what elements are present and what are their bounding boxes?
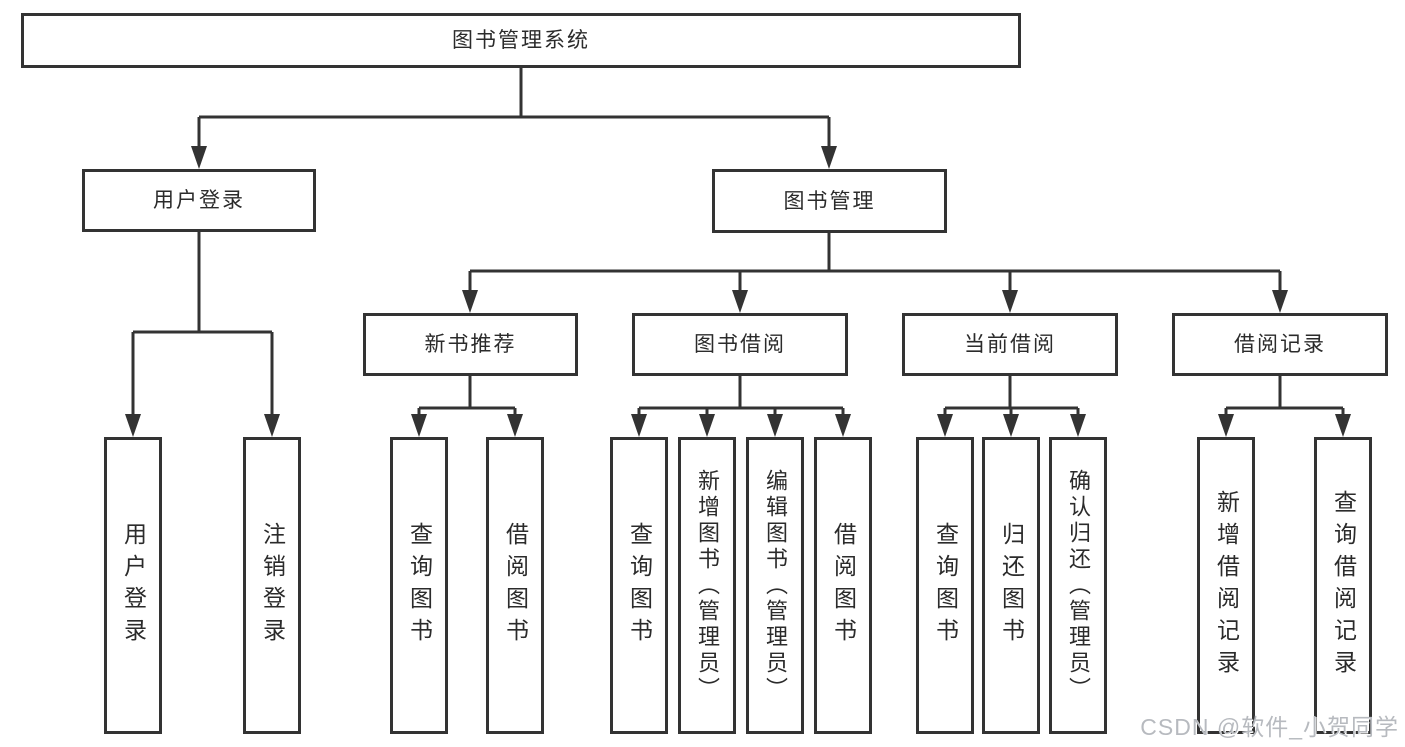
node-library-system: 图书管理系统 (21, 13, 1021, 68)
node-book-management: 图书管理 (712, 169, 947, 233)
leaf-query-books-1: 查询图书 (390, 437, 448, 734)
node-book-borrowing: 图书借阅 (632, 313, 848, 376)
node-current-borrowing: 当前借阅 (902, 313, 1118, 376)
leaf-borrow-books-1: 借阅图书 (486, 437, 544, 734)
leaf-query-books-2: 查询图书 (610, 437, 668, 734)
csdn-watermark: CSDN @软件_小贺同学 (1140, 714, 1399, 740)
leaf-logout: 注销登录 (243, 437, 301, 734)
leaf-confirm-return-admin: 确认归还（管理员） (1049, 437, 1107, 734)
leaf-add-borrow-record: 新增借阅记录 (1197, 437, 1255, 734)
tree-edges (131, 68, 1345, 416)
leaf-add-books-admin: 新增图书（管理员） (678, 437, 736, 734)
node-borrowing-records: 借阅记录 (1172, 313, 1388, 376)
node-new-book-recommend: 新书推荐 (363, 313, 578, 376)
leaf-edit-books-admin: 编辑图书（管理员） (746, 437, 804, 734)
leaf-query-books-3: 查询图书 (916, 437, 974, 734)
leaf-user-login: 用户登录 (104, 437, 162, 734)
node-user-login: 用户登录 (82, 169, 316, 232)
arrowheads (125, 146, 1351, 437)
leaf-query-borrow-record: 查询借阅记录 (1314, 437, 1372, 734)
leaf-borrow-books-2: 借阅图书 (814, 437, 872, 734)
leaf-return-books: 归还图书 (982, 437, 1040, 734)
